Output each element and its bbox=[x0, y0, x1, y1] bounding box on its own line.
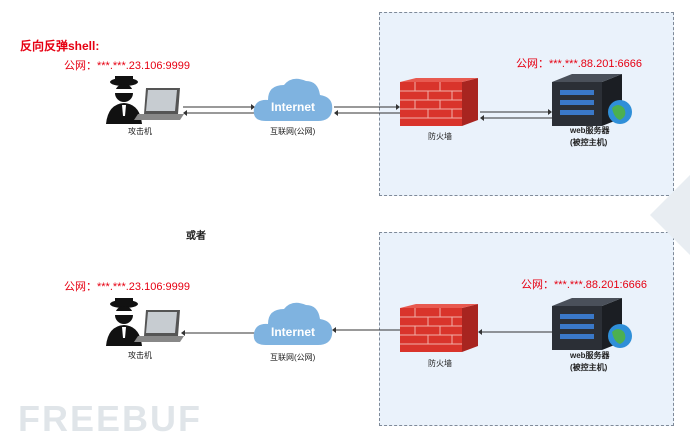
server-icon bbox=[552, 74, 632, 126]
server-ip-top: 公网：***.***.88.201:6666 bbox=[516, 58, 642, 70]
attacker-ip-bottom: 公网：***.***.23.106:9999 bbox=[64, 281, 190, 293]
server-sublabel-top: (被控主机) bbox=[570, 138, 608, 147]
link-server-firewall-bottom bbox=[478, 329, 552, 335]
link-firewall-server-top bbox=[480, 109, 552, 121]
firewall-label-bottom: 防火墙 bbox=[428, 359, 452, 368]
decorative-corner bbox=[650, 175, 690, 255]
link-internet-attacker-bottom bbox=[181, 330, 257, 336]
diagram-title: 反向反弹shell: bbox=[20, 39, 100, 53]
hacker-icon bbox=[106, 298, 184, 346]
attacker-label-bottom: 攻击机 bbox=[128, 351, 152, 360]
cloud-icon bbox=[253, 78, 333, 121]
link-attacker-internet-top bbox=[183, 104, 255, 116]
firewall-icon bbox=[400, 78, 478, 126]
server-label-top: web服务器 bbox=[570, 126, 610, 135]
separator-label: 或者 bbox=[186, 231, 206, 242]
internet-caption-bottom: 互联网(公网) bbox=[270, 353, 316, 362]
server-ip-bottom: 公网：***.***.88.201:6666 bbox=[521, 279, 647, 291]
server-label-bottom: web服务器 bbox=[570, 351, 610, 360]
cloud-icon bbox=[253, 302, 333, 345]
link-firewall-internet-bottom bbox=[332, 327, 402, 333]
firewall-icon bbox=[400, 304, 478, 352]
link-internet-firewall-top bbox=[334, 104, 400, 116]
server-sublabel-bottom: (被控主机) bbox=[570, 363, 608, 372]
internet-label-bottom: Internet bbox=[270, 325, 315, 339]
internet-caption-top: 互联网(公网) bbox=[270, 127, 316, 136]
attacker-label-top: 攻击机 bbox=[128, 127, 152, 136]
server-icon bbox=[552, 298, 632, 350]
hacker-icon bbox=[106, 76, 184, 124]
attacker-ip-top: 公网：***.***.23.106:9999 bbox=[64, 60, 190, 72]
watermark: FREEBUF bbox=[18, 398, 202, 439]
firewall-label-top: 防火墙 bbox=[428, 132, 452, 141]
internet-label-top: Internet bbox=[270, 100, 315, 114]
